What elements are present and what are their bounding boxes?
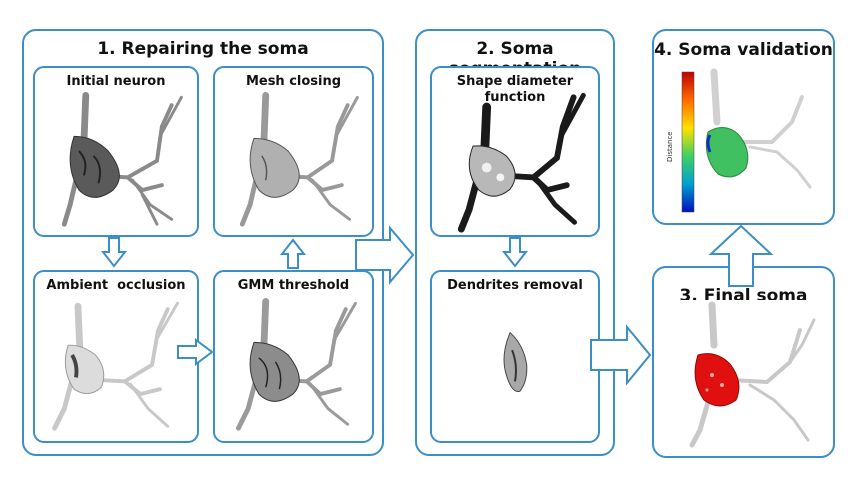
panel-validation-image: Distance bbox=[662, 62, 825, 217]
panel-gmm-threshold: GMM threshold bbox=[213, 270, 374, 443]
neuron-mesh-image bbox=[61, 91, 183, 227]
soma-distance-image bbox=[681, 68, 812, 213]
neuron-mesh-image bbox=[52, 301, 179, 431]
panel-final-soma-image bbox=[662, 300, 825, 450]
panel-title-dendrites-removal: Dendrites removal bbox=[447, 278, 583, 293]
panel-title-gmm-threshold: GMM threshold bbox=[237, 278, 350, 293]
soma-only-image bbox=[503, 331, 528, 393]
panel-shape-diameter: Shape diameter function bbox=[430, 66, 600, 237]
neuron-mesh-image bbox=[239, 92, 359, 227]
panel-title-mesh-closing: Mesh closing bbox=[245, 74, 342, 89]
arrow-right-icon bbox=[177, 338, 214, 366]
panel-dendrites-removal: Dendrites removal bbox=[430, 270, 600, 443]
panel-mesh-closing: Mesh closing bbox=[213, 66, 374, 237]
panel-title-shape-diameter: Shape diameter function bbox=[456, 74, 574, 105]
arrow-right-icon bbox=[355, 225, 415, 285]
final-soma-image bbox=[689, 301, 816, 448]
panel-title-ambient-occlusion: Ambient occlusion bbox=[46, 278, 186, 293]
section-title-repairing: 1. Repairing the soma bbox=[97, 39, 309, 59]
colorbar bbox=[681, 71, 695, 213]
neuron-mesh-image bbox=[235, 297, 357, 431]
panel-ambient-occlusion: Ambient occlusion bbox=[33, 270, 199, 443]
arrow-right-icon bbox=[590, 324, 652, 386]
section-title-validation: 4. Soma validation bbox=[654, 40, 833, 60]
arrow-down-icon bbox=[100, 237, 128, 268]
panel-title-initial-neuron: Initial neuron bbox=[66, 74, 166, 89]
panel-initial-neuron: Initial neuron bbox=[33, 66, 199, 237]
neuron-sdf-image bbox=[457, 92, 586, 233]
arrow-up-icon bbox=[708, 224, 774, 287]
arrow-up-icon bbox=[279, 238, 307, 269]
arrow-down-icon bbox=[501, 237, 529, 268]
